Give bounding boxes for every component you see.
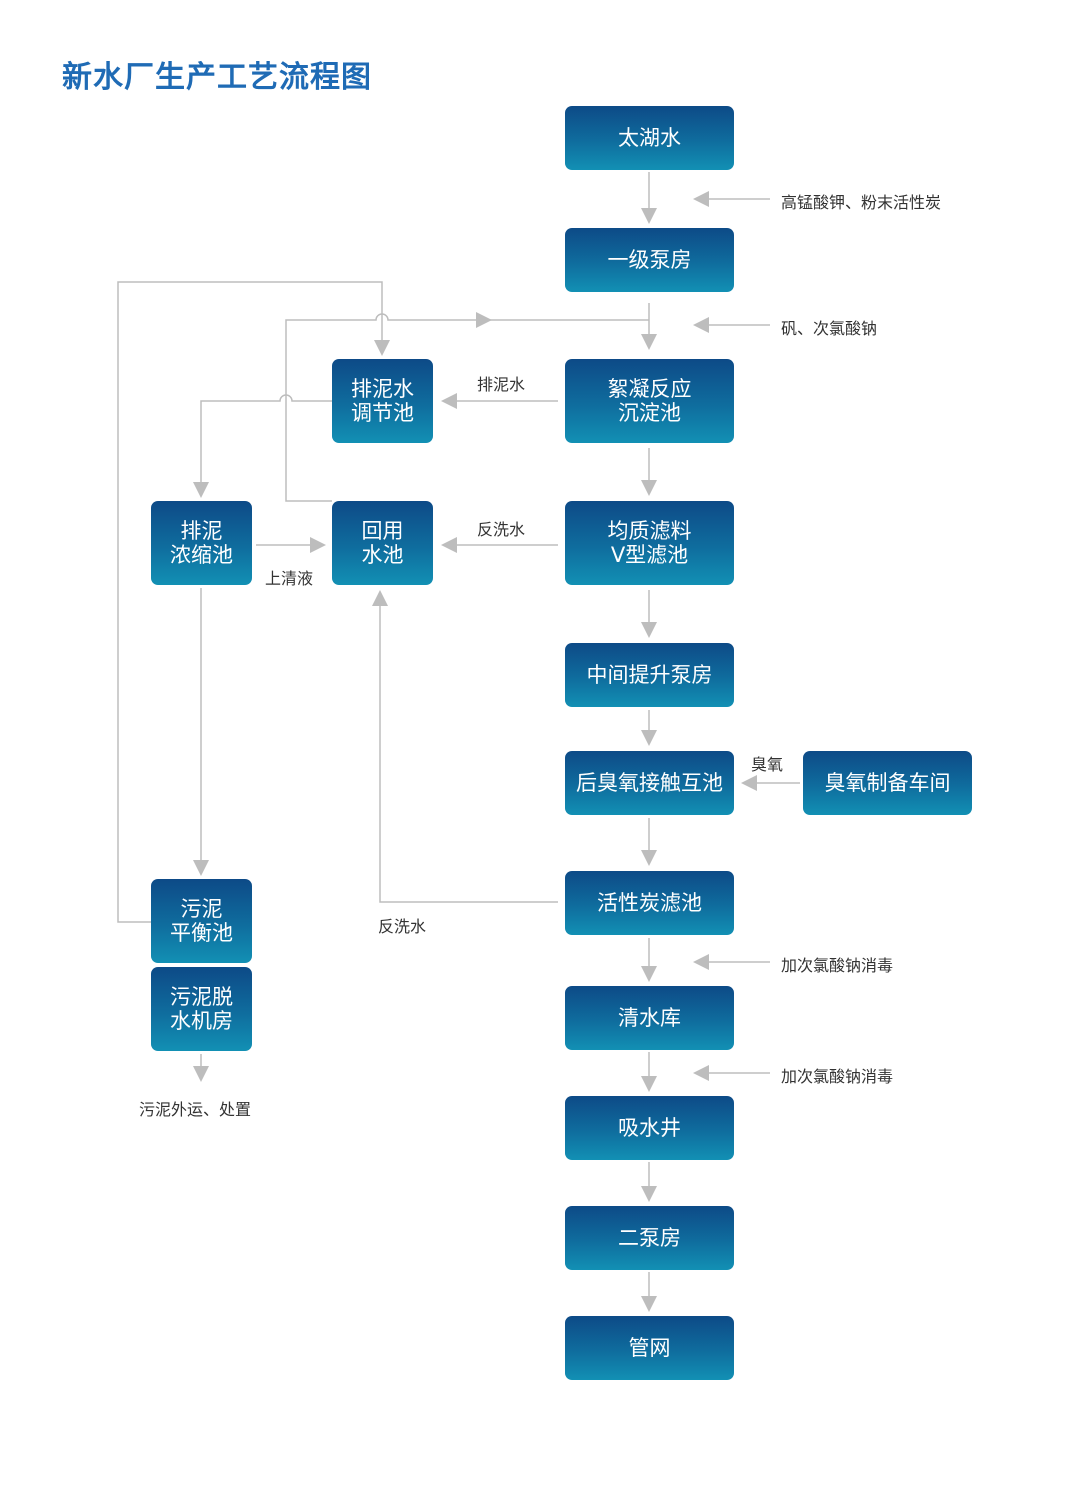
node-flocculation-sedimentation: 絮凝反应 沉淀池 <box>565 359 734 443</box>
connector-carbon-reuse <box>379 606 558 903</box>
node-label: 调节池 <box>351 401 414 425</box>
node-label: 污泥 <box>180 897 223 921</box>
label-dose-disinfection-2: 加次氯酸钠消毒 <box>781 1067 894 1086</box>
node-secondary-pump-house: 二泵房 <box>565 1206 734 1270</box>
arrow-head <box>693 1065 709 1081</box>
arrow-head <box>441 393 457 409</box>
node-activated-carbon-filter: 活性炭滤池 <box>565 871 734 935</box>
arrow-head <box>641 1076 657 1092</box>
node-label: 排泥 <box>180 519 223 543</box>
node-sludge-thickener: 排泥 浓缩池 <box>151 501 252 585</box>
node-post-ozone-contact: 后臭氧接触互池 <box>565 751 734 815</box>
node-suction-well: 吸水井 <box>565 1096 734 1160</box>
arrow-head <box>193 482 209 498</box>
label-sludge-disposal: 污泥外运、处置 <box>139 1100 252 1119</box>
label-drain-water: 排泥水 <box>477 375 526 394</box>
node-drain-adjust-tank: 排泥水 调节池 <box>332 359 433 443</box>
node-label: 絮凝反应 <box>607 377 692 401</box>
label-ozone: 臭氧 <box>751 755 784 774</box>
arrow-head <box>741 775 757 791</box>
node-ozone-preparation: 臭氧制备车间 <box>803 751 972 815</box>
page-title: 新水厂生产工艺流程图 <box>62 60 372 95</box>
node-label: 沉淀池 <box>618 401 681 425</box>
arrow-head <box>310 537 326 553</box>
node-label: 平衡池 <box>170 921 233 945</box>
arrow-head <box>476 312 492 328</box>
label-dose-disinfection-1: 加次氯酸钠消毒 <box>781 956 894 975</box>
label-dose-permanganate-pac: 高锰酸钾、粉末活性炭 <box>781 193 942 212</box>
node-label: 中间提升泵房 <box>586 663 713 687</box>
arrow-head <box>193 1066 209 1082</box>
node-label: 臭氧制备车间 <box>824 771 951 795</box>
node-label: 二泵房 <box>618 1226 681 1250</box>
node-label: 一级泵房 <box>607 248 692 272</box>
connector-drain-thickener <box>200 394 332 484</box>
node-clear-water-reservoir: 清水库 <box>565 986 734 1050</box>
label-backwash-carbon: 反洗水 <box>378 917 427 936</box>
connector-reuse-return <box>285 313 649 502</box>
node-sludge-dewatering-house: 污泥脱 水机房 <box>151 967 252 1051</box>
arrow-head <box>693 954 709 970</box>
node-label: 后臭氧接触互池 <box>576 771 723 795</box>
node-label: V型滤池 <box>610 543 689 567</box>
arrow-head <box>693 191 709 207</box>
node-label: 清水库 <box>618 1006 681 1030</box>
arrow-head <box>641 480 657 496</box>
node-label: 管网 <box>628 1336 671 1360</box>
arrow-head <box>693 317 709 333</box>
arrow-head <box>441 537 457 553</box>
label-backwash-vfilter: 反洗水 <box>477 520 526 539</box>
node-label: 污泥脱 <box>170 985 233 1009</box>
node-v-filter: 均质滤料 V型滤池 <box>565 501 734 585</box>
node-pipe-network: 管网 <box>565 1316 734 1380</box>
node-taihu-water: 太湖水 <box>565 106 734 170</box>
arrow-head <box>193 860 209 876</box>
node-label: 水池 <box>361 543 404 567</box>
connector-balance-drain <box>117 281 383 923</box>
arrow-head <box>641 966 657 982</box>
node-label: 回用 <box>361 519 404 543</box>
arrow-head <box>641 208 657 224</box>
node-reuse-tank: 回用 水池 <box>332 501 433 585</box>
label-dose-alum-hypochlorite: 矾、次氯酸钠 <box>781 319 878 338</box>
node-label: 水机房 <box>170 1009 233 1033</box>
arrow-head <box>641 334 657 350</box>
arrow-head <box>641 622 657 638</box>
node-label: 太湖水 <box>618 126 681 150</box>
arrow-head <box>641 850 657 866</box>
node-label: 排泥水 <box>351 377 414 401</box>
arrow-head <box>372 590 388 606</box>
node-sludge-balance-tank: 污泥 平衡池 <box>151 879 252 963</box>
node-primary-pump-house: 一级泵房 <box>565 228 734 292</box>
arrow-head <box>641 1186 657 1202</box>
node-label: 均质滤料 <box>607 519 692 543</box>
node-intermediate-pump-house: 中间提升泵房 <box>565 643 734 707</box>
arrow-head <box>641 730 657 746</box>
arrow-head <box>641 1296 657 1312</box>
node-label: 吸水井 <box>618 1116 681 1140</box>
arrow-head <box>374 340 390 356</box>
label-supernatant: 上清液 <box>265 569 314 588</box>
node-label: 活性炭滤池 <box>597 891 702 915</box>
node-label: 浓缩池 <box>170 543 233 567</box>
